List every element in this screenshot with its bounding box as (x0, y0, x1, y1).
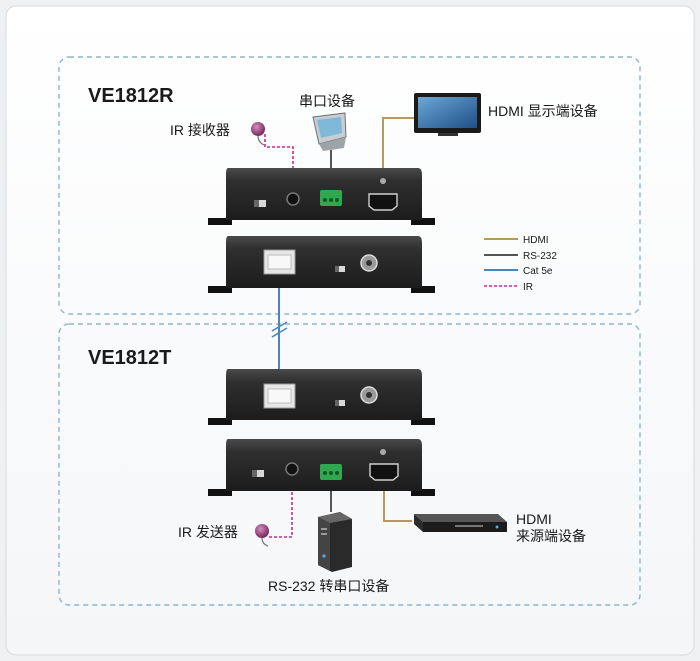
ir-receiver-icon (251, 122, 265, 146)
ve1812t-front-unit (208, 439, 435, 496)
legend: HDMI RS-232 Cat 5e IR (484, 235, 557, 293)
pc-tower-icon (318, 512, 352, 572)
section-title-transmitter: VE1812T (88, 347, 171, 369)
ve1812t-back-unit (208, 369, 435, 425)
media-player-icon (414, 514, 507, 532)
ir-cable-receiver (264, 134, 294, 192)
ve1812r-back-unit (208, 236, 435, 293)
legend-label-ir: IR (523, 282, 533, 293)
monitor-icon (414, 93, 481, 136)
ir-cable-transmitter (268, 472, 293, 538)
cable-break-mark-1 (271, 321, 288, 332)
cable-break-mark-2 (271, 327, 288, 338)
hdmi-cable-display (382, 117, 414, 168)
label-hdmi-display: HDMI 显示端设备 (488, 103, 598, 119)
outer-panel (5, 5, 695, 656)
legend-label-hdmi: HDMI (523, 235, 549, 246)
ir-transmitter-icon (255, 524, 269, 547)
label-ir-receiver: IR 接收器 (170, 122, 230, 138)
legend-label-cat5e: Cat 5e (523, 266, 553, 277)
label-serial-device: 串口设备 (299, 93, 355, 109)
label-hdmi-source-line2: 来源端设备 (516, 528, 586, 544)
legend-label-rs232: RS-232 (523, 251, 557, 262)
ve1812r-front-unit (208, 168, 435, 225)
label-hdmi-source-line1: HDMI (516, 511, 552, 527)
section-title-receiver: VE1812R (88, 85, 174, 107)
label-rs232-device: RS-232 转串口设备 (268, 578, 389, 594)
section-box-transmitter (58, 323, 641, 606)
label-ir-transmitter: IR 发送器 (178, 524, 238, 540)
section-box-receiver (58, 56, 641, 315)
serial-terminal-icon (312, 112, 347, 151)
hdmi-cable-source (383, 480, 412, 522)
